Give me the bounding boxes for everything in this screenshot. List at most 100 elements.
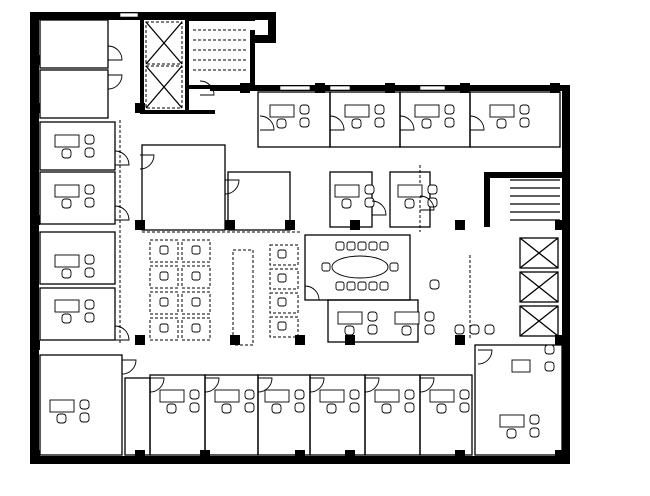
desk bbox=[269, 104, 295, 118]
desk bbox=[344, 104, 370, 118]
conference-table bbox=[331, 255, 389, 279]
elevator-x bbox=[145, 21, 183, 65]
column bbox=[30, 340, 40, 350]
chair bbox=[61, 313, 72, 324]
chair bbox=[61, 198, 72, 209]
guest-chair bbox=[364, 184, 375, 195]
chair bbox=[159, 245, 169, 255]
chair bbox=[191, 245, 201, 255]
door-swing bbox=[399, 115, 415, 131]
cubicle bbox=[269, 316, 299, 338]
elevator-x bbox=[145, 65, 183, 109]
desk bbox=[214, 389, 240, 403]
chair bbox=[469, 324, 480, 335]
column bbox=[30, 103, 40, 113]
window bbox=[279, 85, 311, 91]
exterior-wall bbox=[562, 85, 570, 464]
guest-chair bbox=[367, 311, 378, 322]
door-swing bbox=[259, 115, 275, 131]
elevator-shaft bbox=[145, 65, 183, 109]
guest-chair bbox=[529, 414, 540, 425]
guest-chair bbox=[244, 402, 255, 413]
chair bbox=[351, 118, 362, 129]
column bbox=[555, 335, 565, 345]
guest-chair bbox=[364, 197, 375, 208]
chair bbox=[379, 281, 389, 291]
chair bbox=[271, 403, 282, 414]
elevator-shaft bbox=[145, 21, 183, 65]
guest-chair bbox=[294, 389, 305, 400]
column bbox=[550, 83, 560, 93]
chair bbox=[335, 281, 345, 291]
guest-chair bbox=[529, 427, 540, 438]
guest-chair bbox=[444, 117, 455, 128]
elevator-shaft bbox=[519, 305, 559, 337]
chair bbox=[276, 118, 287, 129]
door-swing bbox=[114, 150, 130, 166]
column bbox=[315, 83, 325, 93]
door-swing bbox=[139, 154, 155, 170]
desk bbox=[49, 399, 75, 413]
guest-chair bbox=[189, 389, 200, 400]
chair bbox=[368, 281, 378, 291]
chair bbox=[159, 323, 169, 333]
room bbox=[474, 344, 563, 456]
exterior-wall bbox=[268, 12, 276, 42]
room bbox=[39, 121, 116, 171]
chair bbox=[191, 297, 201, 307]
doors bbox=[107, 45, 493, 393]
door-swing bbox=[199, 80, 215, 96]
desk bbox=[397, 184, 423, 198]
elevator-shaft bbox=[519, 237, 559, 269]
chair bbox=[404, 198, 415, 209]
guest-chair bbox=[519, 104, 530, 115]
guest-chair bbox=[84, 267, 95, 278]
door-swing bbox=[304, 285, 320, 301]
chair bbox=[381, 403, 392, 414]
door-swing bbox=[419, 377, 435, 393]
guest-chair bbox=[84, 184, 95, 195]
core-wall bbox=[250, 30, 255, 90]
desk bbox=[159, 389, 185, 403]
guest-chair bbox=[79, 412, 90, 423]
chair bbox=[544, 344, 555, 355]
door-swing bbox=[477, 349, 493, 365]
desk bbox=[414, 104, 440, 118]
exterior-wall bbox=[250, 35, 276, 43]
room bbox=[39, 354, 123, 456]
chair bbox=[191, 271, 201, 281]
desk bbox=[54, 184, 80, 198]
exterior-wall bbox=[30, 12, 110, 16]
chair bbox=[277, 249, 287, 259]
guest-chair bbox=[459, 389, 470, 400]
desk bbox=[429, 389, 455, 403]
window bbox=[419, 85, 446, 91]
chair bbox=[335, 241, 345, 251]
guest-chair bbox=[459, 402, 470, 413]
door-swing bbox=[114, 325, 130, 341]
chair bbox=[389, 262, 399, 272]
chair bbox=[159, 297, 169, 307]
chair bbox=[346, 241, 356, 251]
room bbox=[39, 69, 109, 119]
column bbox=[295, 335, 305, 345]
elevator-x bbox=[519, 271, 559, 303]
chair bbox=[496, 118, 507, 129]
guest-chair bbox=[84, 147, 95, 158]
exterior-wall bbox=[30, 12, 275, 20]
window bbox=[329, 85, 351, 91]
exterior-wall bbox=[30, 12, 39, 464]
room bbox=[469, 91, 561, 148]
guest-chair bbox=[84, 299, 95, 310]
chair bbox=[506, 428, 517, 439]
desk bbox=[394, 311, 420, 325]
desk bbox=[489, 104, 515, 118]
chair bbox=[429, 279, 440, 290]
guest-chair bbox=[367, 324, 378, 335]
guest-chair bbox=[374, 104, 385, 115]
core-wall bbox=[140, 110, 215, 114]
chair bbox=[56, 413, 67, 424]
workstations bbox=[149, 239, 299, 346]
chair bbox=[436, 403, 447, 414]
